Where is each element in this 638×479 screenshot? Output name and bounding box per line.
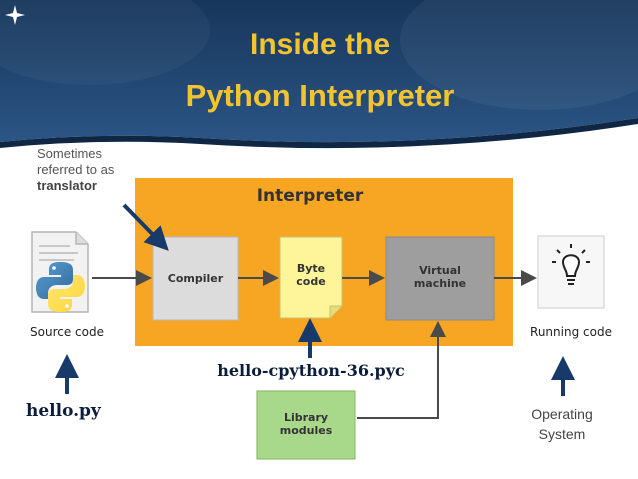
slide-title-line1: Inside the <box>249 28 391 61</box>
arrow-library-to-vm <box>357 321 446 419</box>
translator-note: Sometimes referred to as translator <box>37 146 114 194</box>
interpreter-label: Interpreter <box>256 186 364 206</box>
os-label: Operating System <box>512 404 612 444</box>
star-icon <box>5 5 25 25</box>
note-line1: Sometimes <box>37 146 103 161</box>
vm-label: Virtual machine <box>386 264 494 290</box>
os-label-line1: Operating <box>531 406 593 422</box>
compiler-label: Compiler <box>167 272 224 285</box>
os-label-line2: System <box>538 426 586 442</box>
pyc-file-label: hello-cpython-36.pyc <box>217 361 405 380</box>
bytecode-label-line2: code <box>296 275 326 288</box>
virtual-machine-box <box>385 236 495 321</box>
pointer-arrow-translator <box>122 203 169 251</box>
source-code-caption: Source code <box>30 325 104 339</box>
bytecode-label-line1: Byte <box>296 262 326 275</box>
library-label-line2: modules <box>279 424 333 437</box>
vm-label-line2: machine <box>413 277 467 290</box>
python-logo-icon <box>36 262 85 312</box>
library-label-line1: Library <box>283 411 329 424</box>
hello-py-label: hello.py <box>26 401 101 421</box>
lightbulb-icon <box>552 244 590 285</box>
vm-label-line1: Virtual <box>419 264 461 277</box>
note-line3: translator <box>37 178 97 193</box>
bytecode-label: Byte code <box>280 262 342 288</box>
slide-title-line2: Python Interpreter <box>185 78 455 113</box>
library-modules-box <box>256 390 356 460</box>
library-label: Library modules <box>257 411 355 437</box>
running-code-caption: Running code <box>530 325 612 339</box>
note-line2: referred to as <box>37 162 115 177</box>
compiler-box <box>152 236 239 321</box>
